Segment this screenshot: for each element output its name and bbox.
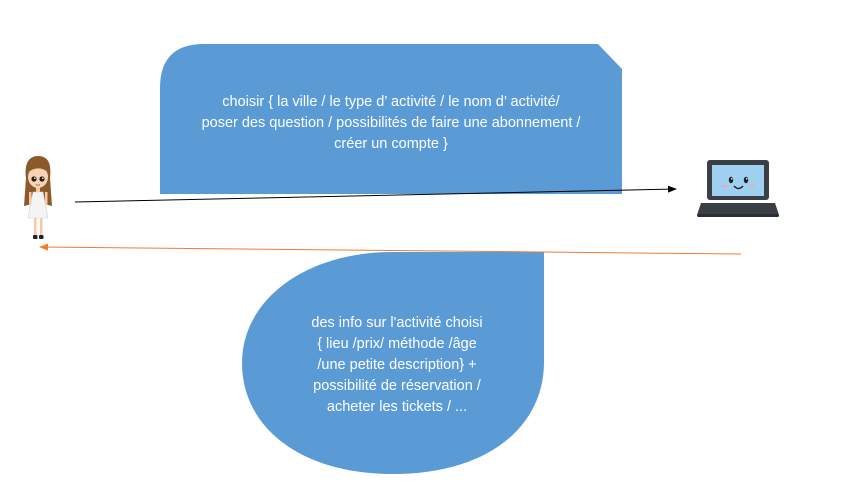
response-line: /une petite description} +: [317, 357, 477, 373]
response-bubble: [242, 252, 544, 474]
request-arrow: [74, 185, 677, 203]
request-line: poser des question / possibilités de fai…: [201, 115, 581, 131]
request-line: créer un compte }: [334, 136, 448, 152]
response-bubble-text: des info sur l'activité choisi { lieu /p…: [250, 313, 544, 418]
smiling-laptop-icon: [697, 160, 779, 217]
response-line: { lieu /prix/ méthode /âge: [317, 336, 477, 352]
response-line: possibilité de réservation /: [313, 378, 481, 394]
request-line: choisir { la ville / le type d’ activité…: [222, 94, 560, 110]
request-bubble: [160, 44, 622, 194]
response-arrow: [39, 243, 742, 255]
request-bubble-text: choisir { la ville / le type d’ activité…: [160, 92, 622, 155]
girl-avatar-icon: [24, 156, 52, 239]
response-line: des info sur l'activité choisi: [311, 315, 483, 331]
response-line: acheter les tickets / ...: [326, 399, 468, 415]
